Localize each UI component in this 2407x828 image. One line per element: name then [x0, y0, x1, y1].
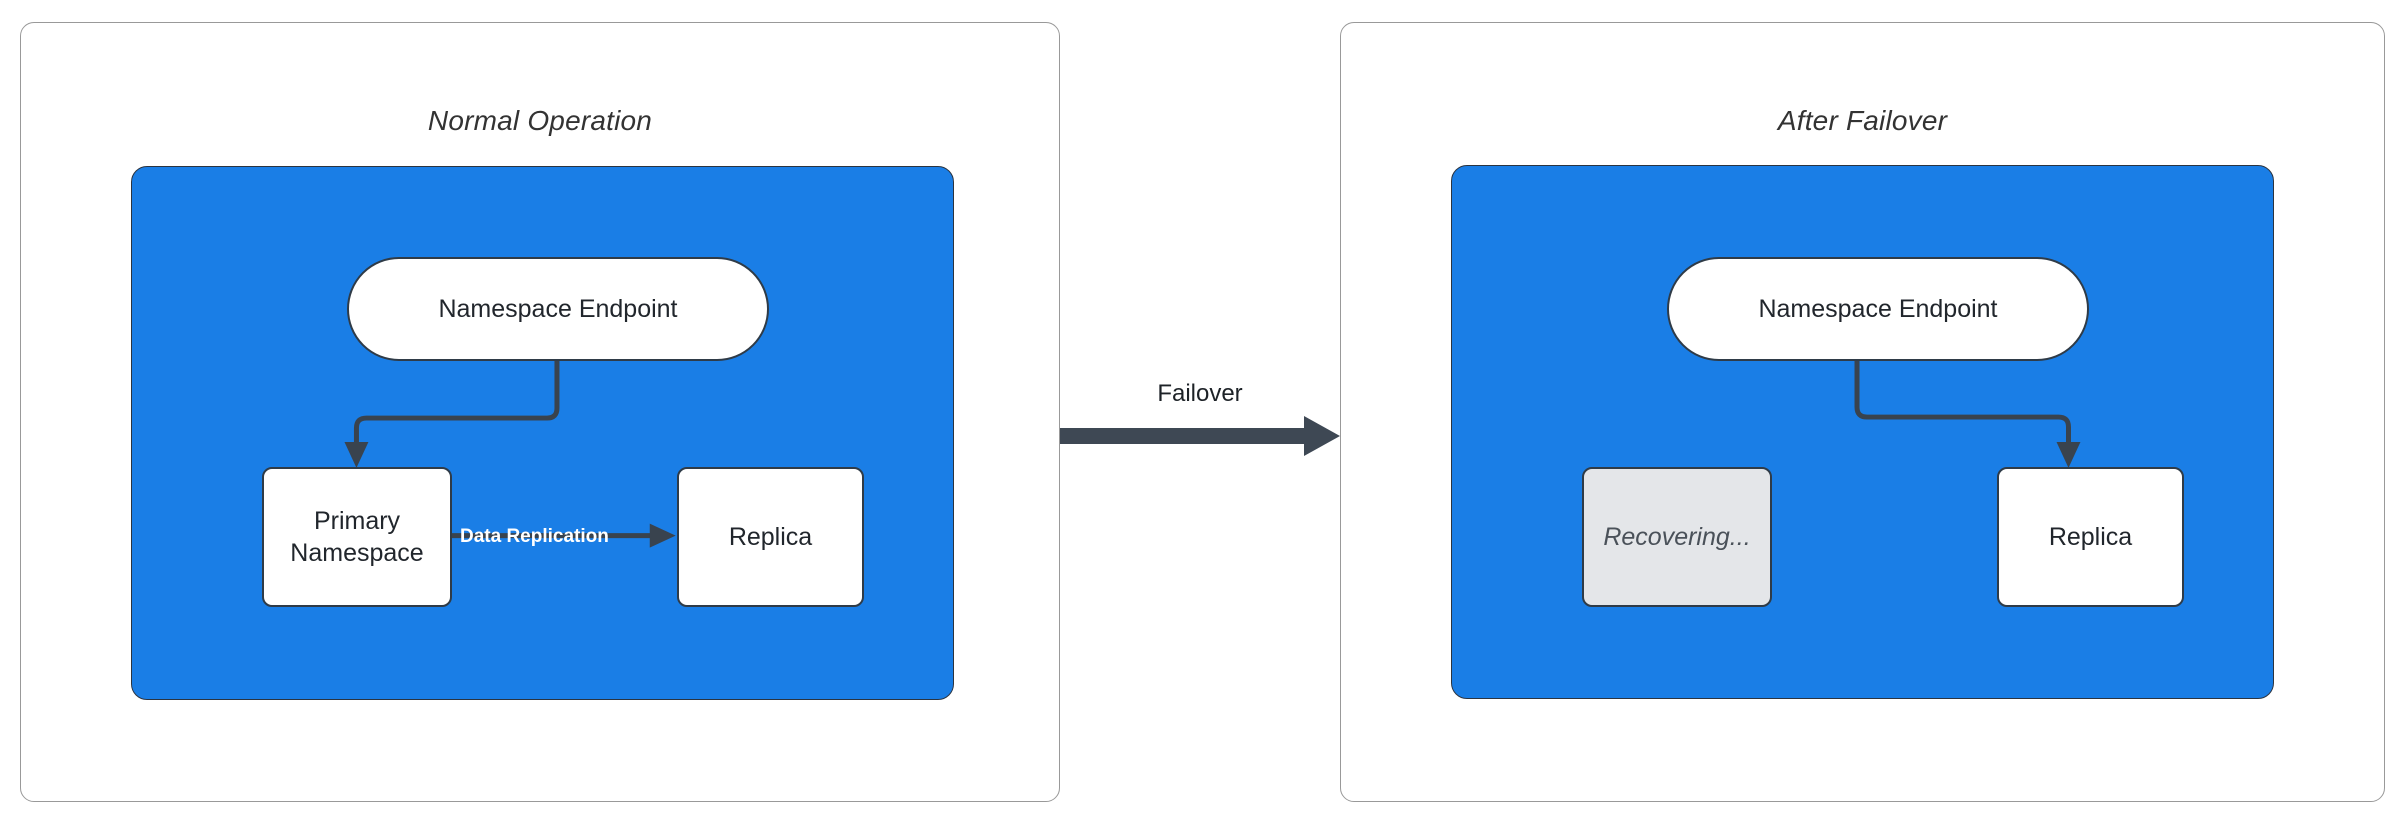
connector-endpoint-to-primary: [344, 360, 560, 468]
connector-primary-to-replica: [451, 523, 676, 548]
zone-after-failover: Namespace Endpoint Recovering... Replica: [1451, 165, 2274, 699]
node-primary-namespace[interactable]: Primary Namespace: [262, 467, 452, 607]
failover-arrow-icon: [1060, 416, 1340, 456]
node-recovering[interactable]: Recovering...: [1582, 467, 1772, 607]
panel-title-normal-operation: Normal Operation: [427, 105, 653, 136]
node-replica[interactable]: Replica: [1997, 467, 2184, 607]
panel-normal-operation: Normal Operation Data Replication Namesp…: [20, 22, 1060, 802]
failover-transition: Failover: [1040, 380, 1360, 470]
panel-after-failover: After Failover Namespace Endpoint Recove…: [1340, 22, 2385, 802]
connector-endpoint-to-replica: [1854, 360, 2081, 468]
node-namespace-endpoint[interactable]: Namespace Endpoint: [1667, 257, 2089, 361]
node-namespace-endpoint[interactable]: Namespace Endpoint: [347, 257, 769, 361]
panel-title-after-failover: After Failover: [1777, 105, 1948, 136]
failover-label: Failover: [1157, 380, 1243, 407]
zone-normal-operation: Data Replication Namespace Endpoint Prim…: [131, 166, 954, 700]
edge-label-data-replication: Data Replication: [460, 526, 609, 547]
node-replica[interactable]: Replica: [677, 467, 864, 607]
